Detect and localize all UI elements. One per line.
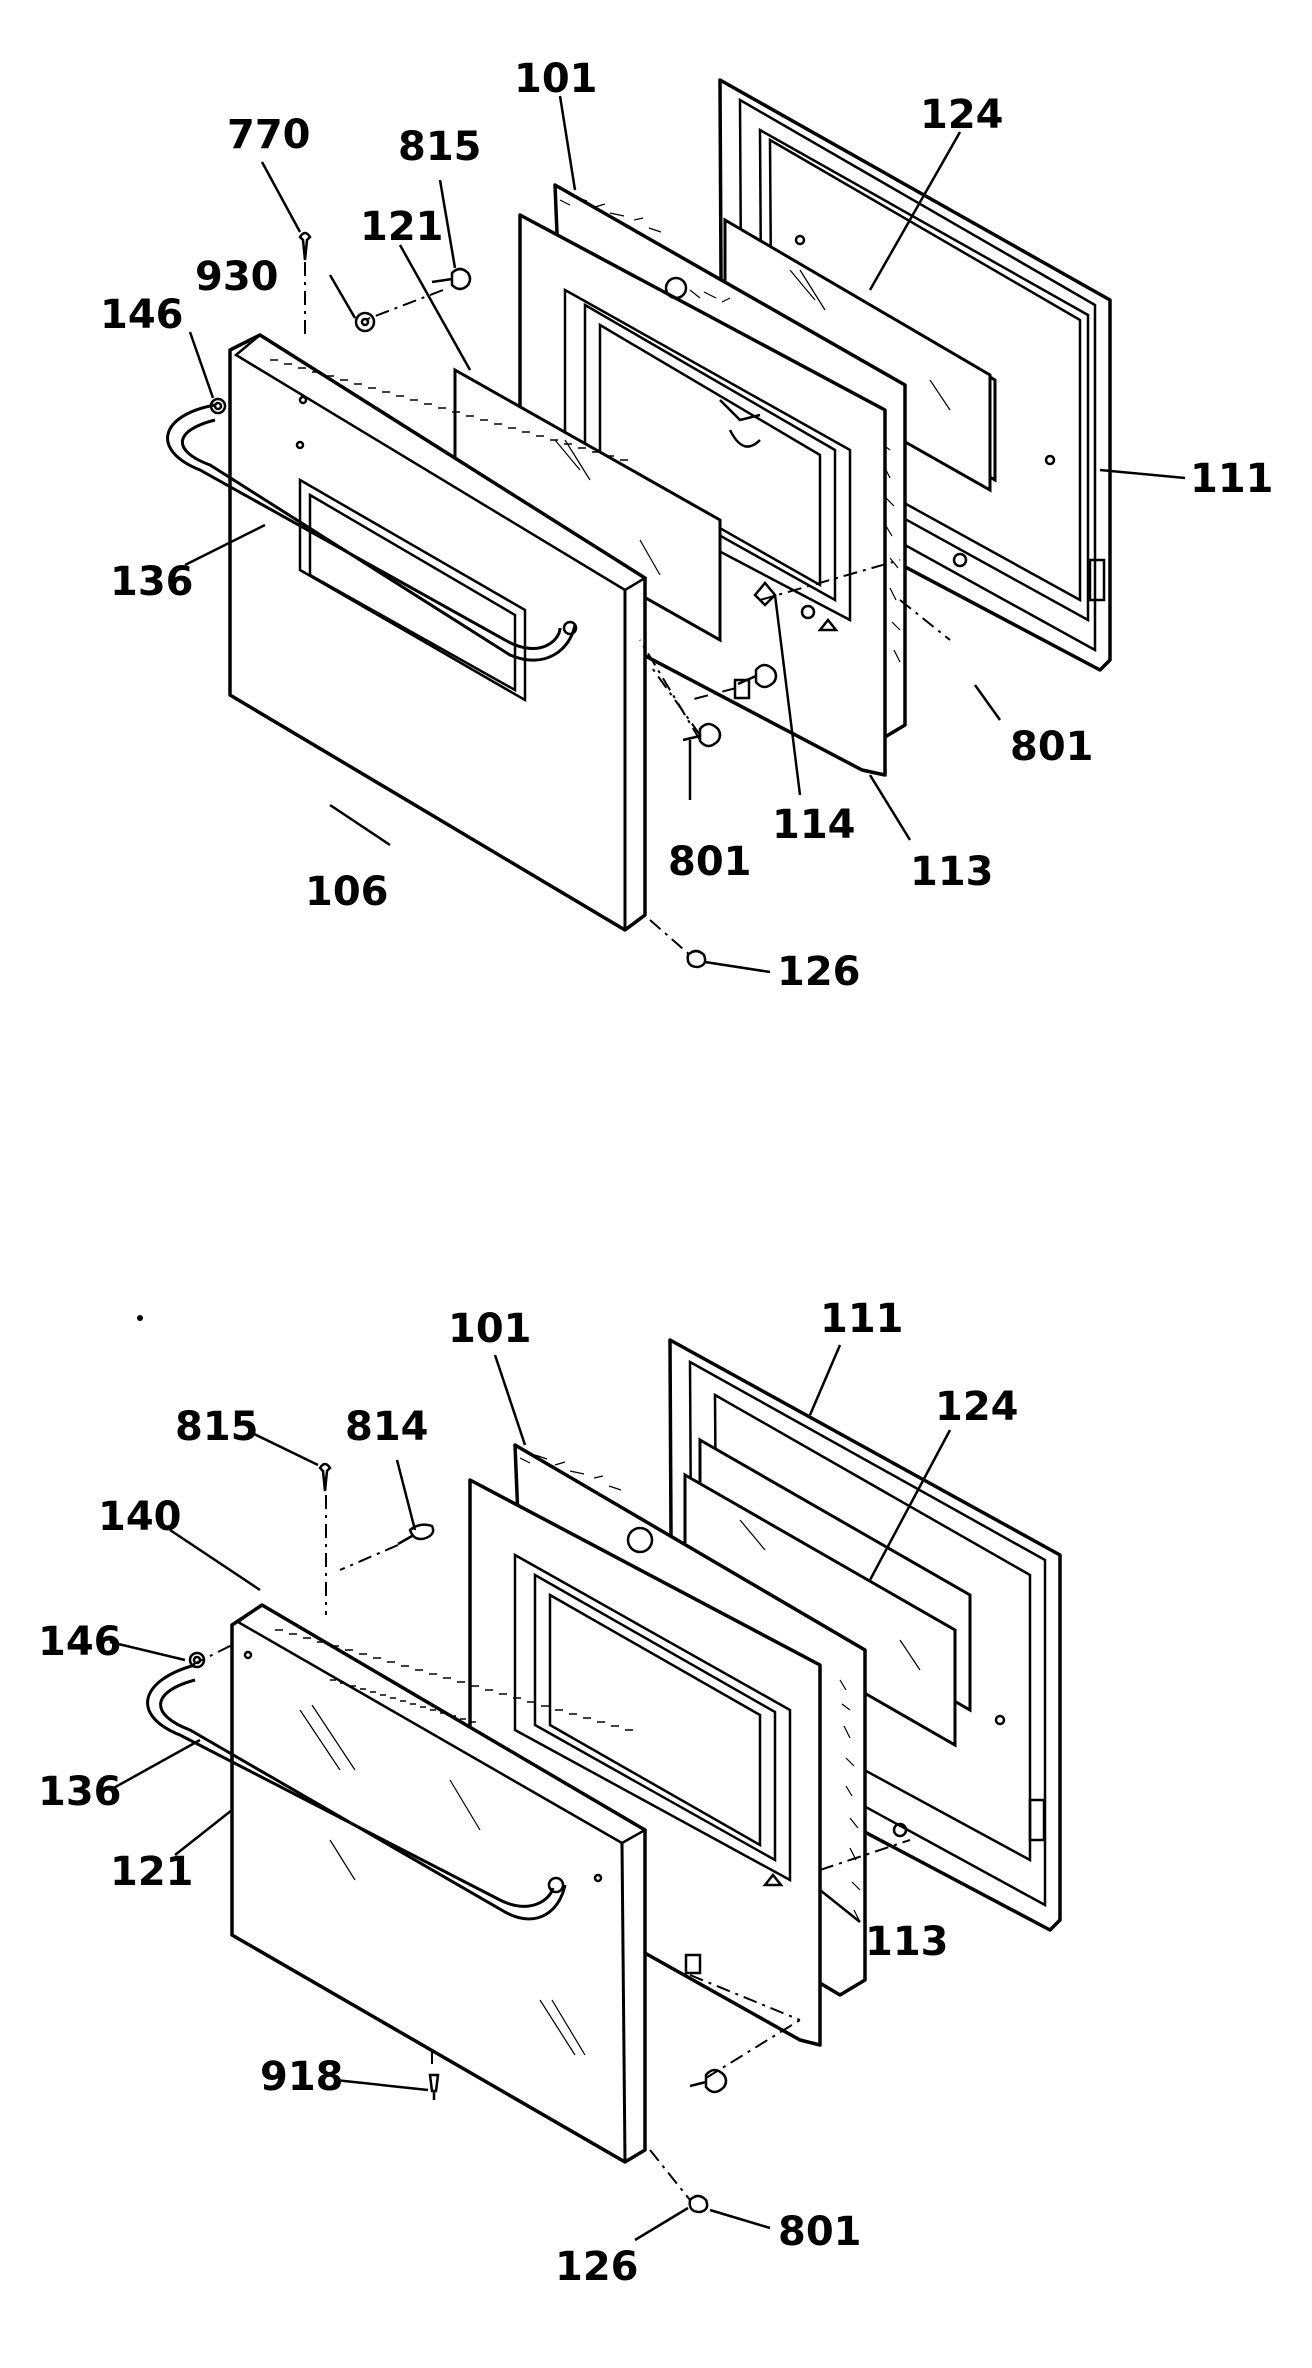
label-121: 121 [360, 204, 444, 250]
label-111: 111 [1190, 456, 1274, 502]
door-handle-136 [166, 403, 577, 662]
outer-door-panel [230, 1603, 648, 2164]
label-814: 814 [345, 1404, 429, 1450]
label-106: 106 [305, 869, 389, 915]
label-124: 124 [920, 92, 1004, 138]
label-114: 114 [772, 802, 856, 848]
label-918: 918 [260, 2054, 344, 2100]
label-136: 136 [38, 1769, 122, 1815]
label-815: 815 [175, 1404, 259, 1450]
label-146: 146 [100, 292, 184, 338]
label-101: 101 [448, 1306, 532, 1352]
assembly-lines-bottom [191, 1495, 911, 2201]
label-770: 770 [227, 112, 311, 158]
label-126: 126 [777, 949, 861, 995]
label-801: 801 [778, 2209, 862, 2255]
leader-lines-top [184, 95, 1186, 974]
label-121: 121 [110, 1849, 194, 1895]
label-124: 124 [935, 1384, 1019, 1430]
inner-glass-124 [723, 217, 997, 493]
leader-lines-bottom [109, 1344, 952, 2242]
label-930: 930 [195, 254, 279, 300]
label-801-left: 801 [668, 839, 752, 885]
label-801-right: 801 [1010, 724, 1094, 770]
label-126: 126 [555, 2244, 639, 2290]
label-146: 146 [38, 1619, 122, 1665]
label-815: 815 [398, 124, 482, 170]
label-113: 113 [910, 849, 994, 895]
oven-door-assembly-1: 770 815 101 124 121 930 146 111 136 801 … [100, 56, 1274, 995]
assembly-lines-top [304, 262, 951, 956]
label-111: 111 [820, 1296, 904, 1342]
door-handle-136 [146, 1663, 567, 1921]
door-glass-121 [453, 367, 722, 643]
oven-door-assembly-2: 101 111 815 814 124 140 146 136 121 113 … [38, 1296, 1062, 2290]
outer-door-panel-106 [228, 333, 648, 932]
label-140: 140 [98, 1494, 182, 1540]
label-101: 101 [514, 56, 598, 102]
label-136: 136 [110, 559, 194, 605]
label-113: 113 [865, 1919, 949, 1965]
hardware-bottom [188, 1462, 728, 2214]
